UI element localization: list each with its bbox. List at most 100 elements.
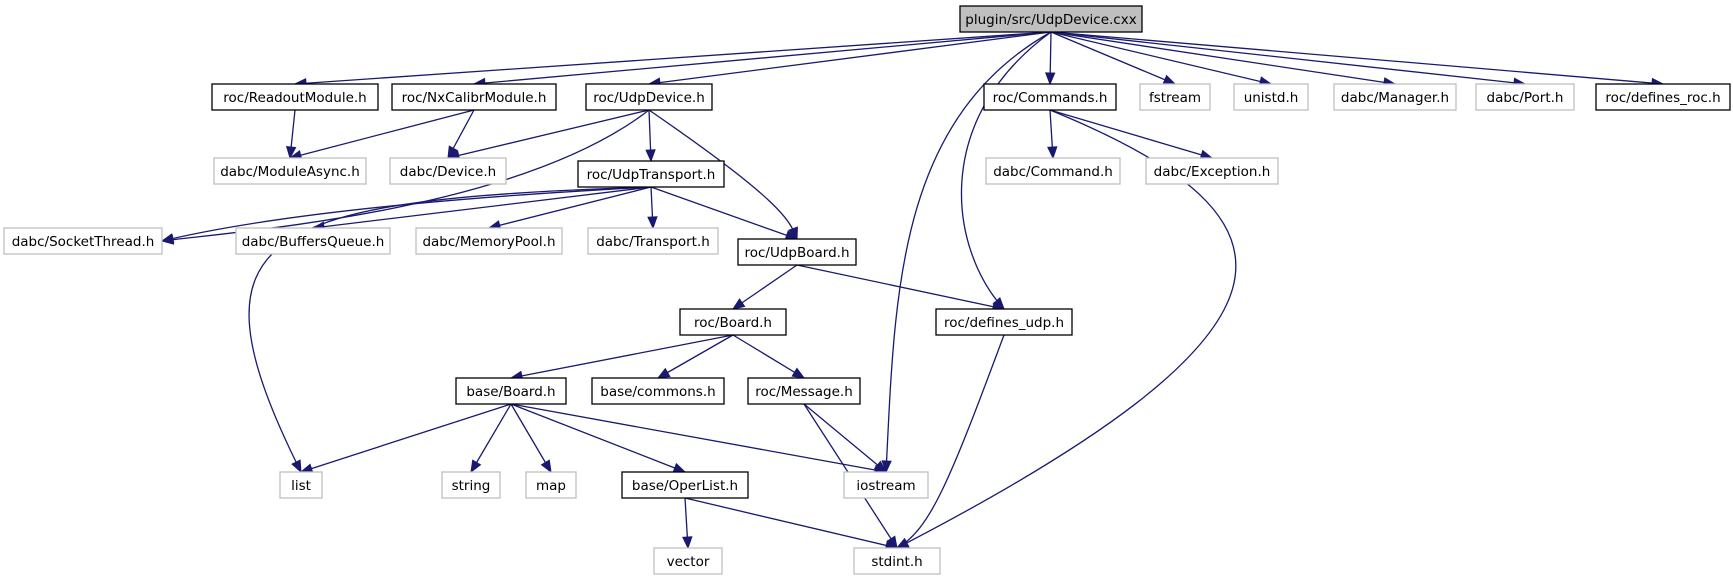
edge-arrowhead xyxy=(1162,74,1177,85)
edge-base_board-to-list xyxy=(299,403,512,474)
edge-line xyxy=(447,109,650,159)
edge-line xyxy=(312,186,652,229)
edge-arrowhead xyxy=(540,459,552,474)
node-box xyxy=(441,471,501,499)
node-label: roc/ReadoutModule.h xyxy=(223,90,366,106)
edge-base_board-to-string xyxy=(470,403,512,474)
node-box xyxy=(679,308,787,336)
edge-line xyxy=(1050,31,1176,85)
node-label: unistd.h xyxy=(1244,90,1299,106)
node-udpdevice_h[interactable]: roc/UdpDevice.h xyxy=(585,83,713,111)
edge-line xyxy=(732,264,798,310)
edge-arrowhead xyxy=(682,536,693,550)
edge-line xyxy=(161,186,652,242)
edge-line xyxy=(510,403,686,473)
edge-udpdevice_h-to-device xyxy=(446,109,650,161)
node-iostream: iostream xyxy=(843,471,929,499)
edge-arrowhead xyxy=(645,149,656,163)
node-device: dabc/Device.h xyxy=(389,157,507,185)
node-udptransport[interactable]: roc/UdpTransport.h xyxy=(577,160,725,188)
node-label: dabc/Device.h xyxy=(400,164,496,180)
edge-udptransport-to-transport xyxy=(647,186,658,230)
node-label: dabc/Command.h xyxy=(993,164,1113,180)
edge-arrowhead xyxy=(1044,72,1056,86)
edge-arrowhead xyxy=(881,460,892,474)
node-label: roc/defines_udp.h xyxy=(944,315,1064,331)
edge-line xyxy=(1050,31,1272,85)
node-udpboard[interactable]: roc/UdpBoard.h xyxy=(737,238,857,266)
node-box xyxy=(279,471,323,499)
node-box xyxy=(985,157,1121,185)
node-label: vector xyxy=(667,554,710,570)
edge-line xyxy=(732,334,805,379)
node-defines_udp[interactable]: roc/defines_udp.h xyxy=(935,308,1073,336)
node-map: map xyxy=(525,471,577,499)
edge-line xyxy=(803,403,887,473)
node-label: iostream xyxy=(856,478,915,494)
node-label: string xyxy=(452,478,491,494)
node-message[interactable]: roc/Message.h xyxy=(747,377,861,405)
edge-base_board-to-operlist xyxy=(510,403,687,473)
node-box xyxy=(747,377,861,405)
node-label: roc/Commands.h xyxy=(993,90,1108,106)
edge-line xyxy=(510,403,887,473)
node-box xyxy=(415,227,563,255)
edge-board-to-message xyxy=(732,334,806,379)
node-board[interactable]: roc/Board.h xyxy=(679,308,787,336)
node-box xyxy=(213,157,367,185)
edge-base_board-to-iostream xyxy=(510,403,888,476)
node-list: list xyxy=(279,471,323,499)
edge-operlist-to-stdint xyxy=(684,497,899,551)
node-defines_roc[interactable]: roc/defines_roc.h xyxy=(1595,83,1731,111)
edge-commands-to-command xyxy=(1047,109,1058,160)
edge-arrowhead xyxy=(788,226,798,241)
edge-line xyxy=(1050,31,1526,85)
edge-root-to-defines_roc xyxy=(1050,31,1665,89)
edge-base_board-to-map xyxy=(510,403,552,474)
edge-arrowhead xyxy=(656,367,671,379)
node-commands[interactable]: roc/Commands.h xyxy=(983,83,1117,111)
node-box xyxy=(577,160,725,188)
node-base_board[interactable]: base/Board.h xyxy=(455,377,567,405)
node-label: dabc/Manager.h xyxy=(1341,90,1449,106)
node-box xyxy=(959,5,1143,33)
node-memorypool: dabc/MemoryPool.h xyxy=(415,227,563,255)
node-root[interactable]: plugin/src/UdpDevice.cxx xyxy=(959,5,1143,33)
edge-line xyxy=(896,334,1005,549)
edge-root-to-commands xyxy=(1044,31,1056,86)
node-operlist[interactable]: base/OperList.h xyxy=(621,471,749,499)
node-moduleasync: dabc/ModuleAsync.h xyxy=(213,157,367,185)
edge-line xyxy=(885,31,1052,473)
node-string: string xyxy=(441,471,501,499)
edge-nxcalibr-to-moduleasync xyxy=(288,109,475,161)
node-box xyxy=(843,471,929,499)
node-label: dabc/Port.h xyxy=(1487,90,1564,106)
node-box xyxy=(1233,83,1309,111)
edge-line xyxy=(1050,31,1396,85)
node-box xyxy=(1145,157,1279,185)
node-box xyxy=(983,83,1117,111)
node-box xyxy=(853,547,941,575)
node-label: dabc/SocketThread.h xyxy=(12,234,155,250)
node-label: stdint.h xyxy=(871,554,922,570)
edge-line xyxy=(294,31,1052,85)
edge-line xyxy=(684,497,898,549)
node-box xyxy=(1139,83,1211,111)
edge-operlist-to-vector xyxy=(682,497,693,550)
edge-line xyxy=(648,31,1052,85)
node-label: base/OperList.h xyxy=(632,478,738,494)
edge-arrowhead xyxy=(285,146,297,160)
node-box xyxy=(391,83,557,111)
node-box xyxy=(455,377,567,405)
node-label: base/commons.h xyxy=(600,384,715,400)
node-nxcalibr[interactable]: roc/NxCalibrModule.h xyxy=(391,83,557,111)
edge-line xyxy=(488,186,652,229)
node-commons[interactable]: base/commons.h xyxy=(591,377,725,405)
node-label: roc/Message.h xyxy=(755,384,853,400)
edge-line xyxy=(960,31,1052,310)
node-buffersqueue: dabc/BuffersQueue.h xyxy=(235,227,391,255)
node-readoutmodule[interactable]: roc/ReadoutModule.h xyxy=(211,83,379,111)
node-label: roc/UdpBoard.h xyxy=(744,245,849,261)
edge-line xyxy=(650,186,798,240)
node-label: roc/defines_roc.h xyxy=(1605,90,1720,106)
